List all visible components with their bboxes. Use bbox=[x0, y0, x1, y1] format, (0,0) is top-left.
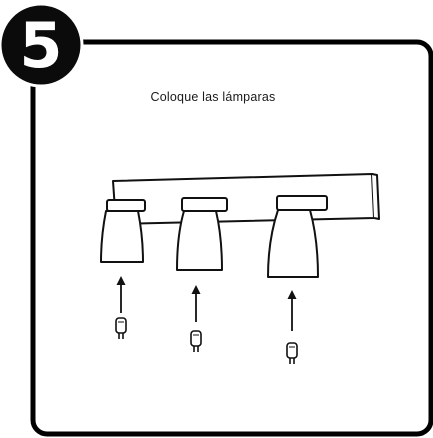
bulb-2 bbox=[190, 330, 202, 352]
lamp-1 bbox=[100, 199, 146, 263]
fixture-back-plate bbox=[112, 173, 380, 225]
step-badge: 5 bbox=[0, 2, 84, 88]
lamp-2 bbox=[176, 197, 228, 271]
lamp-3-shade bbox=[267, 209, 319, 278]
arrow-3 bbox=[287, 290, 297, 331]
arrow-2 bbox=[191, 285, 201, 322]
lamp-3-mount bbox=[276, 195, 328, 211]
bulb-1 bbox=[115, 317, 127, 339]
lamp-3 bbox=[267, 195, 328, 278]
arrow-1 bbox=[116, 276, 126, 313]
bulb-3 bbox=[286, 342, 298, 364]
lamp-2-shade bbox=[176, 210, 223, 271]
install-arrows bbox=[116, 276, 297, 331]
lamp-1-mount bbox=[106, 199, 146, 212]
panel-frame bbox=[30, 39, 433, 437]
instruction-caption: Coloque las lámparas bbox=[151, 90, 276, 104]
step-number: 5 bbox=[19, 9, 62, 82]
lamp-2-mount bbox=[181, 197, 228, 212]
lamp-1-shade bbox=[100, 210, 144, 263]
bulbs bbox=[115, 317, 298, 364]
